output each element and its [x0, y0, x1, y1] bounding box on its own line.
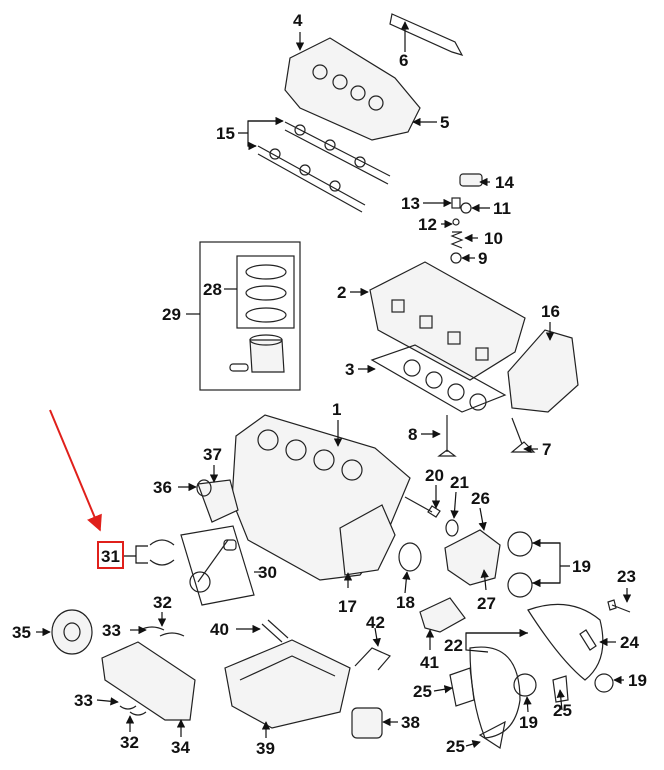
callout-33-top[interactable]: 33: [102, 621, 121, 640]
sprocket-bolt-part: [607, 599, 631, 613]
callout-38[interactable]: 38: [401, 713, 420, 732]
valve-cover-part: [284, 37, 421, 141]
oil-pump-part: [444, 529, 501, 586]
main-bearing-lower: [119, 705, 147, 716]
crank-pulley-part: [51, 609, 93, 655]
callout-39[interactable]: 39: [256, 739, 275, 758]
callout-37[interactable]: 37: [203, 445, 222, 464]
callout-14[interactable]: 14: [495, 173, 514, 192]
cam-sprocket-upper: [507, 531, 533, 557]
cylinder-head-part: [369, 261, 526, 381]
intake-valve-part: [437, 415, 457, 457]
callout-32-top[interactable]: 32: [153, 593, 172, 612]
callout-41[interactable]: 41: [420, 653, 439, 672]
timing-chain-front: [469, 646, 521, 739]
oil-pickup-part: [354, 647, 391, 671]
oil-pan-part: [224, 639, 351, 729]
callout-20[interactable]: 20: [425, 466, 444, 485]
crank-seal-part: [398, 542, 422, 572]
crank-sprocket: [513, 673, 537, 697]
callout-19-right[interactable]: 19: [628, 671, 647, 690]
callout-36[interactable]: 36: [153, 478, 172, 497]
chain-guide-24: [579, 629, 597, 651]
callout-32-bottom[interactable]: 32: [120, 733, 139, 752]
callout-22[interactable]: 22: [444, 636, 463, 655]
callout-3[interactable]: 3: [345, 360, 354, 379]
crankshaft-part: [101, 641, 196, 721]
callout-31[interactable]: 31: [101, 547, 120, 566]
timing-cover-part: [507, 329, 579, 413]
callout-19-lower[interactable]: 19: [519, 713, 538, 732]
callout-29[interactable]: 29: [162, 305, 181, 324]
cam-sprocket-lower: [507, 572, 533, 598]
leader-lines: [36, 21, 632, 749]
callout-30[interactable]: 30: [258, 563, 277, 582]
callout-42[interactable]: 42: [366, 613, 385, 632]
dipstick-tube-part: [261, 619, 289, 643]
oil-filter-housing-part: [351, 707, 383, 739]
callout-10[interactable]: 10: [484, 229, 503, 248]
piston-kit-group: [199, 241, 301, 391]
callout-24[interactable]: 24: [620, 633, 639, 652]
callout-17[interactable]: 17: [338, 597, 357, 616]
callout-5[interactable]: 5: [440, 113, 449, 132]
callout-12[interactable]: 12: [418, 215, 437, 234]
highlight-box: [97, 541, 124, 569]
callout-19-upper[interactable]: 19: [572, 557, 591, 576]
callout-labels: 4 6 5 15 14 13 11 12 10 9 28 29 2 16 3 1…: [12, 11, 647, 758]
valve-cover-gasket-part: [389, 13, 464, 56]
rear-seal-part: [196, 479, 212, 497]
callout-40[interactable]: 40: [210, 620, 229, 639]
callout-25-left[interactable]: 25: [413, 682, 432, 701]
callout-25-right[interactable]: 25: [553, 701, 572, 720]
washer-part: [445, 519, 459, 537]
callout-8[interactable]: 8: [408, 425, 417, 444]
callout-23[interactable]: 23: [617, 567, 636, 586]
callout-13[interactable]: 13: [401, 194, 420, 213]
callout-21[interactable]: 21: [450, 473, 469, 492]
callout-6[interactable]: 6: [399, 51, 408, 70]
callout-2[interactable]: 2: [337, 283, 346, 302]
timing-chain-rear: [527, 603, 604, 681]
rod-bearing-part: [149, 539, 175, 566]
chain-guide-25c: [478, 720, 506, 749]
callout-16[interactable]: 16: [541, 302, 560, 321]
water-pump-part: [419, 597, 466, 633]
callout-15[interactable]: 15: [216, 124, 235, 143]
callout-9[interactable]: 9: [478, 249, 487, 268]
highlight-arrow: [49, 409, 102, 532]
chain-guide-25b: [552, 675, 569, 703]
callout-35[interactable]: 35: [12, 623, 31, 642]
callout-7[interactable]: 7: [542, 440, 551, 459]
main-bearing-upper: [139, 626, 185, 637]
callout-4[interactable]: 4: [293, 11, 303, 30]
callout-33-bottom[interactable]: 33: [74, 691, 93, 710]
rear-cover-part: [197, 479, 239, 523]
camshaft-part: [257, 121, 391, 213]
chain-guide-25a: [449, 667, 475, 707]
callout-25-bottom[interactable]: 25: [446, 737, 465, 756]
bolt-part: [404, 496, 441, 518]
callout-27[interactable]: 27: [477, 594, 496, 613]
front-cover-part: [339, 504, 396, 576]
idler-sprocket: [594, 673, 614, 693]
callout-11[interactable]: 11: [493, 199, 511, 218]
callout-26[interactable]: 26: [471, 489, 490, 508]
connecting-rod-group: [180, 525, 255, 606]
callout-18[interactable]: 18: [396, 593, 415, 612]
callout-28[interactable]: 28: [203, 280, 222, 299]
callout-1[interactable]: 1: [332, 400, 341, 419]
exhaust-valve-part: [510, 417, 536, 453]
head-gasket-part: [370, 344, 507, 413]
callout-34[interactable]: 34: [171, 738, 190, 757]
